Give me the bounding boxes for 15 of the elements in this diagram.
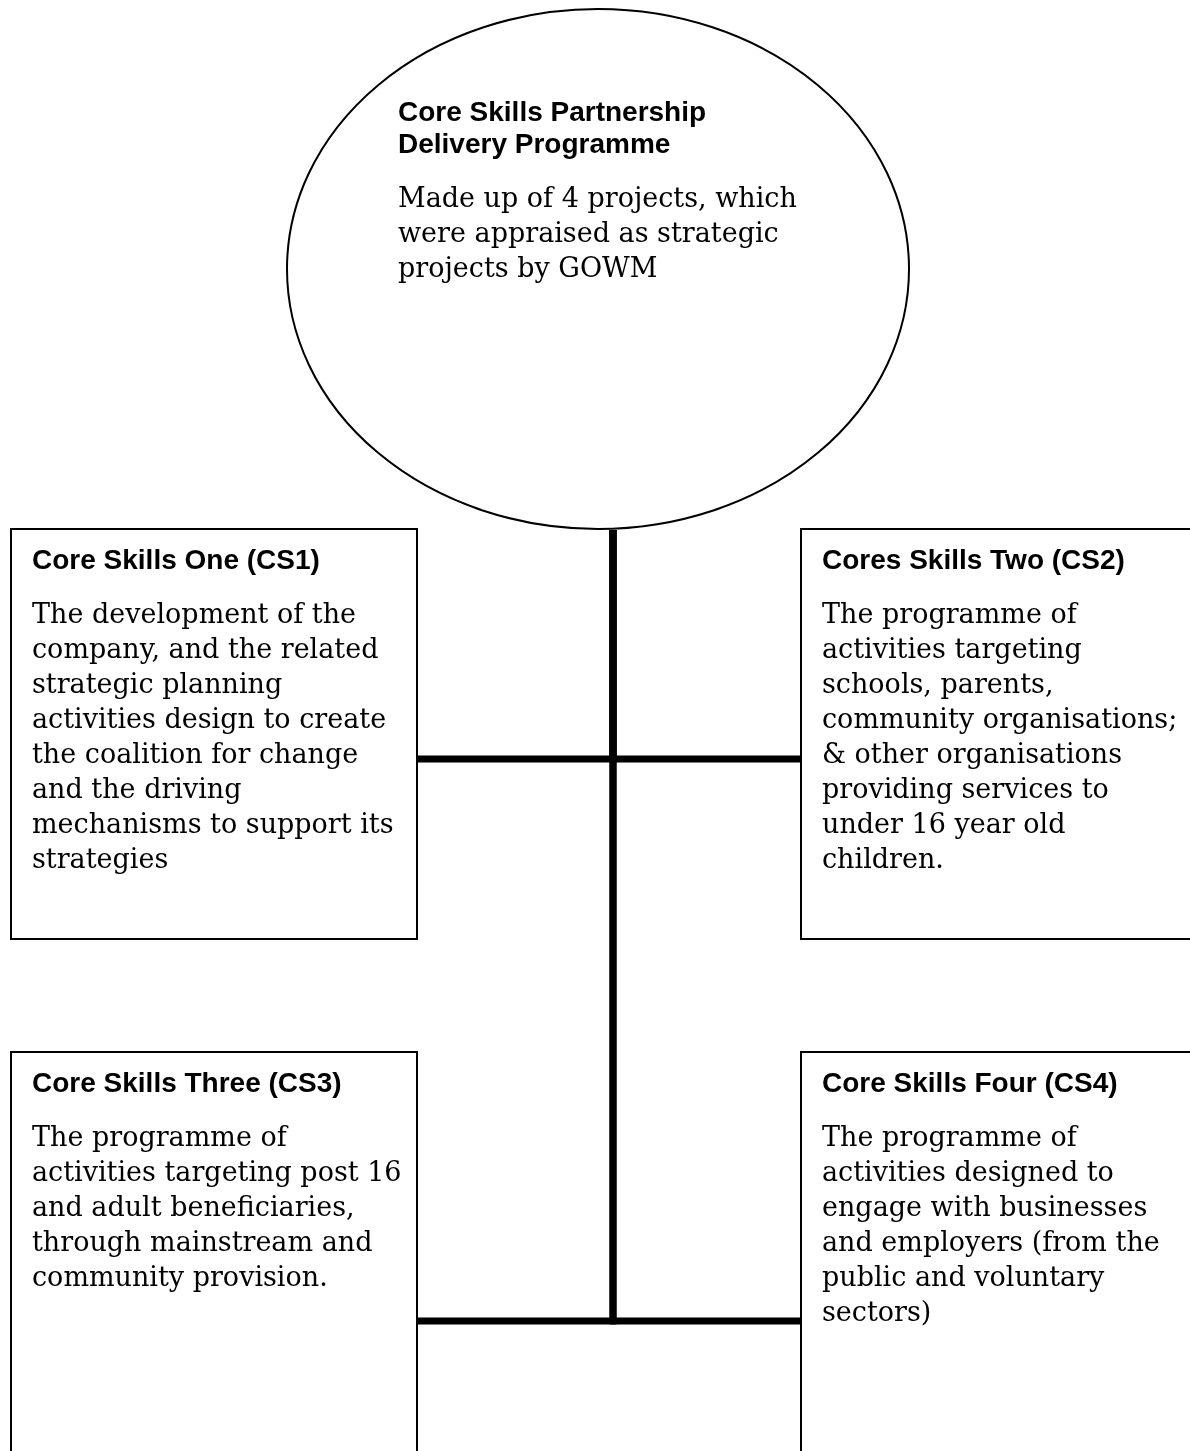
node-description: The development of the company, and the related strategic planning activities design to create the coalition for change and the driving mechanisms to support its strategies [32, 597, 395, 876]
node-heading: Core Skills Four (CS4) [822, 1067, 1119, 1099]
project-box [800, 528, 1190, 940]
ellipse-node [286, 8, 910, 530]
node-description: The programme of activities designed to engage with businesses and employers (from the public and voluntary sectors) [822, 1120, 1161, 1329]
node-description: Made up of 4 projects, which were appraised as strategic projects by GOWM [398, 181, 798, 285]
node-description: The programme of activities targeting post 16 and adult beneficiaries, through mainstream and community provision. [32, 1120, 403, 1294]
node-heading: Core Skills Three (CS3) [32, 1067, 343, 1099]
node-heading: Core Skills Partnership Delivery Programme [398, 96, 708, 160]
node-description: The programme of activities targeting schools, parents, community organisations; & other organisations providing services to under 16 year old children. [822, 597, 1179, 876]
project-box [800, 1051, 1190, 1451]
node-heading: Cores Skills Two (CS2) [822, 544, 1126, 576]
node-heading: Core Skills One (CS1) [32, 544, 321, 576]
project-box [10, 528, 418, 940]
project-box [10, 1051, 418, 1451]
